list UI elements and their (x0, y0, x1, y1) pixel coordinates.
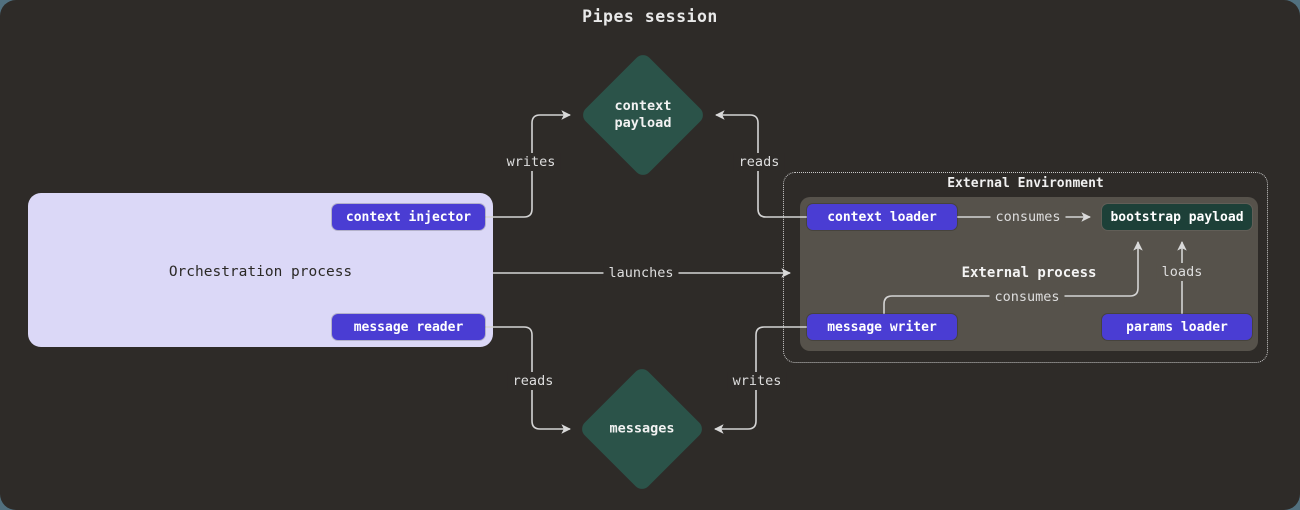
external-environment-box (783, 172, 1268, 363)
launches-edge-label: launches (603, 264, 679, 282)
consumes-top-edge-label: consumes (990, 208, 1066, 226)
messages-label: messages (609, 420, 675, 437)
loads-edge-label: loads (1156, 263, 1208, 281)
reads-bottom-edge-label: reads (507, 372, 559, 390)
consumes-bottom-edge-label: consumes (989, 288, 1065, 306)
diagram-title: Pipes session (582, 7, 718, 26)
orchestration-process-label: Orchestration process (168, 264, 353, 280)
external-process-label: External process (961, 265, 1097, 281)
context-payload-label: context payload (614, 98, 672, 131)
bootstrap-payload-node: bootstrap payload (1102, 204, 1252, 230)
message-writer-node: message writer (807, 314, 957, 340)
writes-bottom-edge-label: writes (727, 372, 787, 390)
params-loader-node: params loader (1102, 314, 1252, 340)
external-environment-label: External Environment (947, 176, 1104, 191)
message-reader-node: message reader (332, 314, 485, 340)
writes-top-edge-label: writes (501, 153, 561, 171)
reads-top-edge-label: reads (733, 153, 785, 171)
context-injector-node: context injector (332, 204, 485, 230)
context-loader-node: context loader (807, 204, 957, 230)
